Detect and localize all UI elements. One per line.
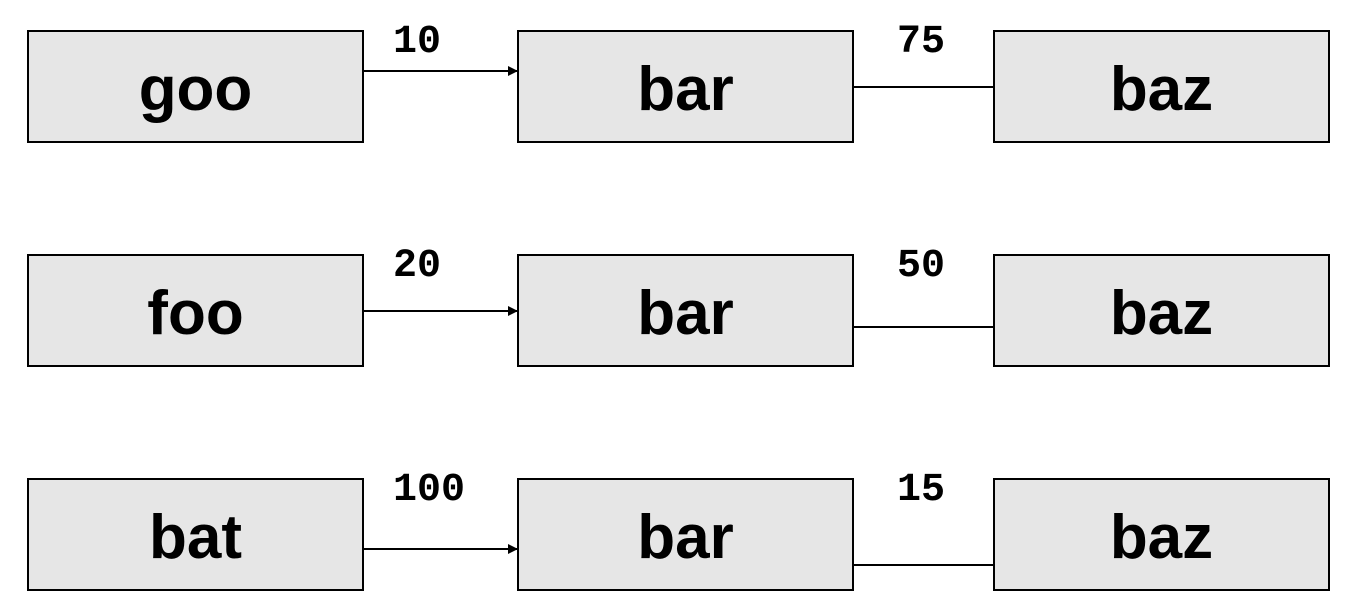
edge-weight-bat-bar: 100: [393, 468, 465, 513]
node-label-bar: bar: [637, 55, 733, 124]
diagram-row-0: goo 10 bar 75 baz: [27, 20, 1330, 143]
node-label-baz: baz: [1110, 279, 1213, 348]
diagram-row-1: foo 20 bar 50 baz: [27, 244, 1330, 367]
edge-weight-bar-baz: 15: [897, 468, 945, 513]
node-label-foo: foo: [147, 279, 243, 348]
edge-weight-bar-baz: 75: [897, 20, 945, 65]
node-label-bar: bar: [637, 279, 733, 348]
node-label-bat: bat: [149, 503, 242, 572]
edge-weight-goo-bar: 10: [393, 20, 441, 65]
node-box-bat: [27, 478, 364, 591]
node-box-bar: [517, 254, 854, 367]
node-box-bar: [517, 478, 854, 591]
diagram-row-2: bat 100 bar 15 baz: [27, 468, 1330, 591]
node-box-baz: [993, 30, 1330, 143]
node-box-baz: [993, 254, 1330, 367]
node-label-goo: goo: [139, 55, 253, 124]
node-box-goo: [27, 30, 364, 143]
node-label-bar: bar: [637, 503, 733, 572]
node-box-foo: [27, 254, 364, 367]
node-label-baz: baz: [1110, 503, 1213, 572]
node-label-baz: baz: [1110, 55, 1213, 124]
node-box-baz: [993, 478, 1330, 591]
node-box-bar: [517, 30, 854, 143]
edge-weight-foo-bar: 20: [393, 244, 441, 289]
edge-weight-bar-baz: 50: [897, 244, 945, 289]
